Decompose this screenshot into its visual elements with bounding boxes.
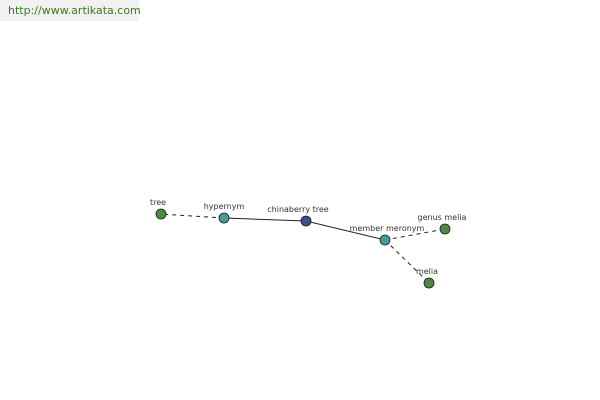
node-label-member-meronym: member meronym	[350, 224, 425, 233]
node-label-melia: melia	[416, 267, 438, 276]
edge-member-meronym-to-melia	[384, 239, 430, 284]
edge-chinaberry-tree-to-hypernym	[223, 217, 307, 222]
node-label-chinaberry-tree: chinaberry tree	[267, 205, 329, 214]
node-label-genus-melia: genus melia	[418, 213, 467, 222]
edge-member-meronym-to-genus-melia	[384, 228, 446, 241]
node-member-meronym[interactable]: member meronym	[350, 224, 425, 246]
node-label-tree: tree	[150, 198, 166, 207]
node-circle-member-meronym[interactable]	[379, 234, 391, 246]
node-melia[interactable]: melia	[416, 267, 438, 289]
edge-hypernym-to-tree	[160, 213, 225, 219]
node-circle-hypernym[interactable]	[218, 212, 230, 224]
node-circle-tree[interactable]	[155, 208, 167, 220]
node-circle-genus-melia[interactable]	[439, 223, 451, 235]
node-tree[interactable]: tree	[150, 198, 167, 220]
edge-chinaberry-tree-to-member-meronym	[305, 220, 386, 241]
node-genus-melia[interactable]: genus melia	[418, 213, 467, 235]
node-label-hypernym: hypernym	[204, 202, 245, 211]
graph-edges	[160, 213, 446, 284]
graph-nodes: chinaberry tree hypernym member meronym tre…	[150, 198, 467, 289]
node-circle-melia[interactable]	[423, 277, 435, 289]
site-url-link[interactable]: http://www.artikata.com	[0, 0, 141, 21]
node-circle-chinaberry-tree[interactable]	[300, 215, 312, 227]
node-hypernym[interactable]: hypernym	[204, 202, 245, 224]
node-chinaberry-tree[interactable]: chinaberry tree	[267, 205, 329, 227]
